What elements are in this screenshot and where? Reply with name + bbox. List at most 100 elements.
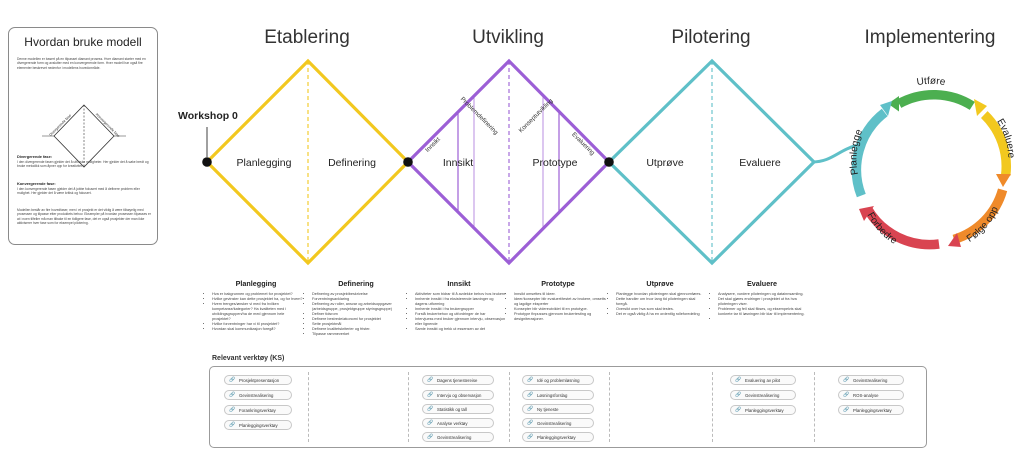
- list-item: Aktiviteter som bidrar til å avdekke beh…: [415, 292, 507, 297]
- list-item: Definering av roller, ansvar og arbeidso…: [312, 302, 404, 312]
- list-item: Tilpasse rammeverket: [312, 332, 404, 337]
- link-icon: 🔗: [427, 406, 434, 412]
- link-icon: 🔗: [735, 407, 742, 413]
- list-item: Hvilke forventninger har vi til prosjekt…: [212, 322, 304, 327]
- list-item: Forstå brukerbehov og utfordringer de ha…: [415, 312, 507, 317]
- column-definering: Definering Definering av prosjektbeskriv…: [306, 279, 406, 337]
- column-planlegging: Planlegging Hva er bakgrunnen og problem…: [206, 279, 306, 332]
- tool-chip[interactable]: 🔗Intervju og observasjon: [422, 390, 494, 400]
- link-icon: 🔗: [735, 377, 742, 383]
- arrow-planlegge: [859, 206, 874, 221]
- guide-div-heading: Divergerende fase:: [17, 154, 53, 159]
- tool-chip[interactable]: 🔗Gevinstrealisering: [422, 432, 494, 442]
- column-list: Aktiviteter som bidrar til å avdekke beh…: [409, 292, 507, 332]
- column-title: Utprøve: [646, 279, 674, 288]
- list-item: Hva er bakgrunnen og problemet for prosj…: [212, 292, 304, 297]
- link-icon: 🔗: [527, 420, 534, 426]
- node-dot-etablering-end: [403, 157, 413, 167]
- phase-title-etablering: Etablering: [264, 27, 350, 48]
- sub-label-konseptutvikling: Konseptutvikling: [518, 97, 555, 134]
- tool-chip[interactable]: 🔗Dagens tjenestereise: [422, 375, 494, 385]
- tools-separator: [814, 372, 815, 442]
- list-item: Prototype finpusses gjennom brukertestin…: [514, 312, 606, 322]
- guide-intro: Denne modellen er basert på en tilpasset…: [17, 57, 146, 70]
- tool-chip[interactable]: 🔗Planleggingsverktøy: [224, 420, 292, 430]
- cycle-label-forbedre: Forbedre: [865, 211, 900, 247]
- list-item: Det skal gjøres endringer i prosjektet u…: [718, 297, 810, 307]
- tool-chip[interactable]: 🔗Planleggingsverktøy: [838, 405, 904, 415]
- column-utprove: Utprøve Planlegge hvordan piloteringen s…: [610, 279, 710, 317]
- arrow-utfore: [888, 96, 899, 112]
- list-item: Intervjuess med bruker gjennom intervju,…: [415, 317, 507, 327]
- link-icon: 🔗: [229, 407, 236, 413]
- diamond-label-utprove: Utprøve: [646, 157, 684, 169]
- link-icon: 🔗: [843, 392, 850, 398]
- list-item: Definer tidsrom: [312, 312, 404, 317]
- tool-chip[interactable]: 🔗Ny tjeneste: [522, 404, 594, 414]
- link-icon: 🔗: [229, 377, 236, 383]
- tool-chip[interactable]: 🔗Planleggingsverktøy: [730, 405, 796, 415]
- list-item: Innhente innsikt i fra eksisterende løsn…: [415, 297, 507, 307]
- list-item: Samle innsikt og trekk ut essensen av de…: [415, 327, 507, 332]
- cycle-arrowheads: [859, 96, 1011, 247]
- cycle-segment-forbedre: [863, 206, 940, 250]
- list-item: Dette handler om hvor lang tid piloterin…: [616, 297, 708, 307]
- tool-chip[interactable]: 🔗Gevinstrealisering: [522, 418, 594, 428]
- column-title: Evaluere: [747, 279, 777, 288]
- column-list: Analysere, vurdere piloteringen og datai…: [712, 292, 810, 322]
- link-icon: 🔗: [229, 422, 236, 428]
- link-icon: 🔗: [843, 407, 850, 413]
- list-item: Konsepter blir videreutviklet til en pro…: [514, 307, 606, 312]
- column-list: Innsikt omsettes til ideer. Ideer/konsep…: [508, 292, 606, 322]
- column-list: Planlegge hvordan piloteringen skal gjen…: [610, 292, 708, 317]
- tool-chip[interactable]: 🔗Evaluering av pilot: [730, 375, 796, 385]
- link-icon: 🔗: [427, 377, 434, 383]
- link-icon: 🔗: [527, 406, 534, 412]
- column-innsikt: Innsikt Aktiviteter som bidrar til å avd…: [409, 279, 509, 332]
- tool-chip[interactable]: 🔗Statistikk og tall: [422, 404, 494, 414]
- tool-chip[interactable]: 🔗Planleggingsverktøy: [522, 432, 594, 442]
- tool-chip[interactable]: 🔗Prosjektpresentasjon: [224, 375, 292, 385]
- tool-chip[interactable]: 🔗Gevinstrealisering: [730, 390, 796, 400]
- tool-chip[interactable]: 🔗Løsningsforslag: [522, 390, 594, 400]
- phase-title-utvikling: Utvikling: [472, 27, 544, 48]
- tool-chip[interactable]: 🔗Forankringsverktøy: [224, 405, 292, 415]
- guide-card: Hvordan bruke modell Denne modellen er b…: [8, 27, 158, 245]
- list-item: Forventningsavklaring: [312, 297, 404, 302]
- link-icon: 🔗: [527, 392, 534, 398]
- list-item: Hvem trenges/ønsker vi med fra hvilken k…: [212, 302, 304, 322]
- node-dot-start: [202, 157, 212, 167]
- guide-conv-heading: Konvergerende fase:: [17, 181, 56, 186]
- column-title: Definering: [338, 279, 374, 288]
- tool-chip[interactable]: 🔗Gevinstrealisering: [838, 375, 904, 385]
- list-item: Definering av prosjektbeskrivelse: [312, 292, 404, 297]
- list-item: Hvilke gevinster kan dette prosjektet ha…: [212, 297, 304, 302]
- guide-mini-diamond: Divergerende fase Konvergerende fase: [42, 104, 126, 168]
- tools-separator: [609, 372, 610, 442]
- tool-chip[interactable]: 🔗Idé og problemløsning: [522, 375, 594, 385]
- column-title: Innsikt: [447, 279, 471, 288]
- tool-chip[interactable]: 🔗Analyse verktøy: [422, 418, 494, 428]
- list-item: Planlegge hvordan piloteringen skal gjen…: [616, 292, 708, 297]
- list-item: Hvordan skal kommunikasjon foregå?: [212, 327, 304, 332]
- tool-chip[interactable]: 🔗ROS-analyse: [838, 390, 904, 400]
- cycle-segment-planlegge: [851, 108, 888, 198]
- sub-label-innsikt: Innsikt: [424, 136, 442, 154]
- list-item: Definere kvalitetskriterier og frister.: [312, 327, 404, 332]
- tools-box: [209, 366, 927, 448]
- tools-separator: [712, 372, 713, 442]
- tools-separator: [509, 372, 510, 442]
- list-item: Sette prosjektmål: [312, 322, 404, 327]
- diamond-label-innsikt: Innsikt: [442, 157, 474, 169]
- list-item: Innsikt omsettes til ideer.: [514, 292, 606, 297]
- guide-title: Hvordan bruke modell: [24, 35, 142, 49]
- link-icon: 🔗: [843, 377, 850, 383]
- column-title: Prototype: [541, 279, 575, 288]
- tools-separator: [408, 372, 409, 442]
- diamond-label-planlegging: Planlegging: [236, 157, 292, 169]
- list-item: Oversikt over hva som skal testes.: [616, 307, 708, 312]
- column-title: Planlegging: [235, 279, 277, 288]
- tool-chip[interactable]: 🔗Gevinstrealisering: [224, 390, 292, 400]
- sub-label-problemdefinering: Problemdefinering: [459, 96, 500, 137]
